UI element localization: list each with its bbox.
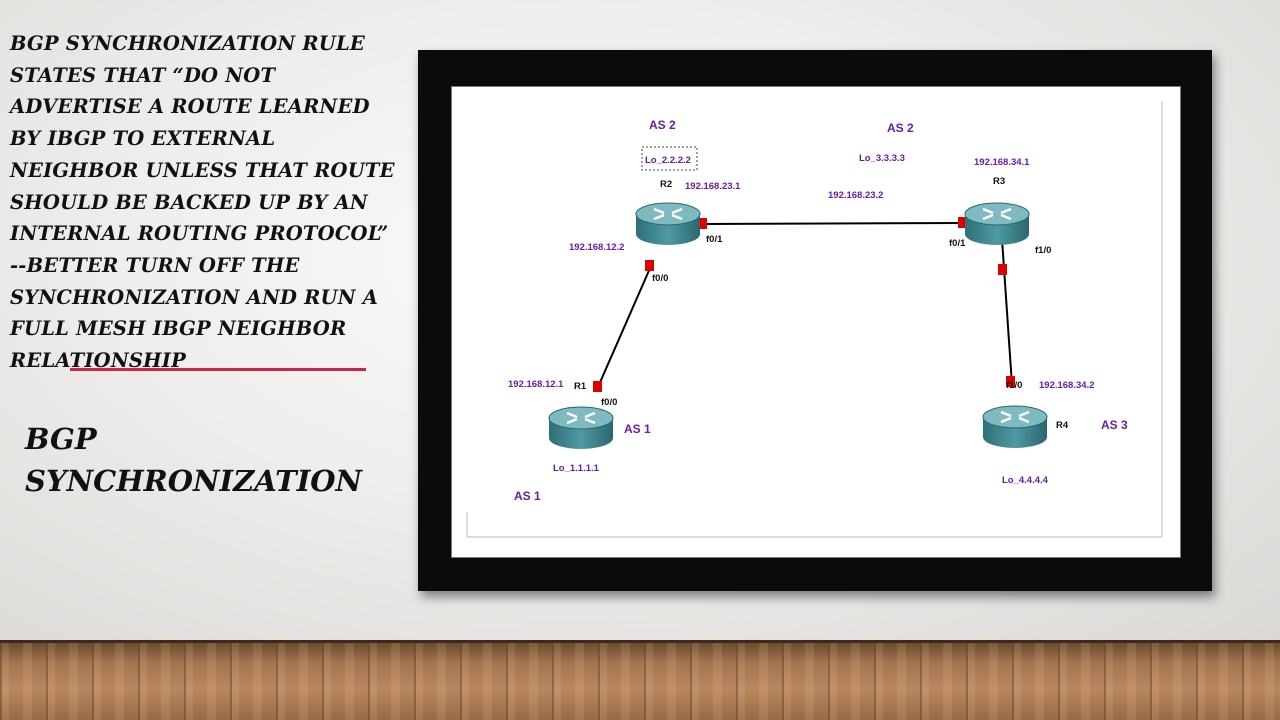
port-marker <box>593 381 602 392</box>
port-marker <box>958 217 967 228</box>
title-line: BGP <box>25 422 97 456</box>
router-icon[interactable] <box>982 405 1048 448</box>
router-name: R1 <box>574 381 587 392</box>
picture-frame: AS 2 AS 2 AS 1 AS 3 AS 1 Lo_2.2.2.2 Lo_3… <box>418 50 1212 591</box>
as-label: AS 2 <box>649 118 676 132</box>
body-line: SYNCHRONIZATION AND RUN A <box>10 285 379 309</box>
interface-label: f0/1 <box>706 234 723 245</box>
ip-label: 192.168.34.2 <box>1039 380 1094 391</box>
loopback-label: Lo_3.3.3.3 <box>859 153 905 164</box>
port-marker <box>698 218 707 229</box>
ip-label: 192.168.12.1 <box>508 379 564 390</box>
as-label: AS 2 <box>887 121 914 135</box>
link-r2-r3 <box>701 222 964 225</box>
router-name: R4 <box>1056 420 1069 431</box>
body-line: FULL MESH IBGP NEIGHBOR <box>10 317 347 341</box>
body-line: NEIGHBOR UNLESS THAT ROUTE <box>10 158 395 182</box>
floor-edge <box>0 640 1280 644</box>
link-r3-r4 <box>1001 238 1013 386</box>
loopback-label: Lo_4.4.4.4 <box>1002 475 1049 486</box>
interface-label: f1/0 <box>1035 245 1051 256</box>
port-marker <box>998 264 1007 275</box>
body-line: STATES THAT “DO NOT <box>10 63 276 87</box>
as-label: AS 1 <box>514 489 541 503</box>
diagram-canvas: AS 2 AS 2 AS 1 AS 3 AS 1 Lo_2.2.2.2 Lo_3… <box>451 86 1181 558</box>
interface-label: f0/1 <box>949 238 966 249</box>
router-icon[interactable] <box>548 406 614 449</box>
body-line: INTERNAL ROUTING PROTOCOL” <box>10 222 389 246</box>
body-line: BGP SYNCHRONIZATION RULE <box>10 32 365 55</box>
body-line: --BETTER TURN OFF THE <box>10 253 300 277</box>
body-line: ADVERTISE A ROUTE LEARNED <box>10 95 370 119</box>
network-topology-diagram: AS 2 AS 2 AS 1 AS 3 AS 1 Lo_2.2.2.2 Lo_3… <box>466 101 1163 538</box>
link-r1-r2 <box>597 265 652 388</box>
ip-label: 192.168.12.2 <box>569 242 624 253</box>
title-line: SYNCHRONIZATION <box>25 464 363 498</box>
slide-body-text: BGP SYNCHRONIZATION RULE STATES THAT “DO… <box>10 28 402 377</box>
loopback-label: Lo_1.1.1.1 <box>553 463 600 474</box>
interface-label: f1/0 <box>1006 380 1022 391</box>
ip-label: 192.168.34.1 <box>974 157 1030 168</box>
body-line: BY IBGP TO EXTERNAL <box>10 127 276 151</box>
router-name: R3 <box>993 176 1005 187</box>
interface-label: f0/0 <box>601 397 617 408</box>
port-marker <box>645 260 654 271</box>
body-line: RELATIONSHIP <box>10 349 186 373</box>
selection-box <box>641 146 698 171</box>
as-label: AS 1 <box>624 422 651 436</box>
wood-floor <box>0 643 1280 720</box>
interface-label: f0/0 <box>652 273 668 284</box>
ip-label: 192.168.23.2 <box>828 190 883 201</box>
accent-underline <box>70 368 366 371</box>
router-icon[interactable] <box>635 202 701 245</box>
port-marker <box>1006 376 1015 387</box>
slide-title: BGP SYNCHRONIZATION <box>25 418 362 502</box>
router-icon[interactable] <box>964 202 1030 245</box>
ip-label: 192.168.23.1 <box>685 181 741 192</box>
as-label: AS 3 <box>1101 418 1128 432</box>
router-name: R2 <box>660 179 672 190</box>
body-line: SHOULD BE BACKED UP BY AN <box>10 190 368 214</box>
loopback-label: Lo_2.2.2.2 <box>645 155 691 166</box>
